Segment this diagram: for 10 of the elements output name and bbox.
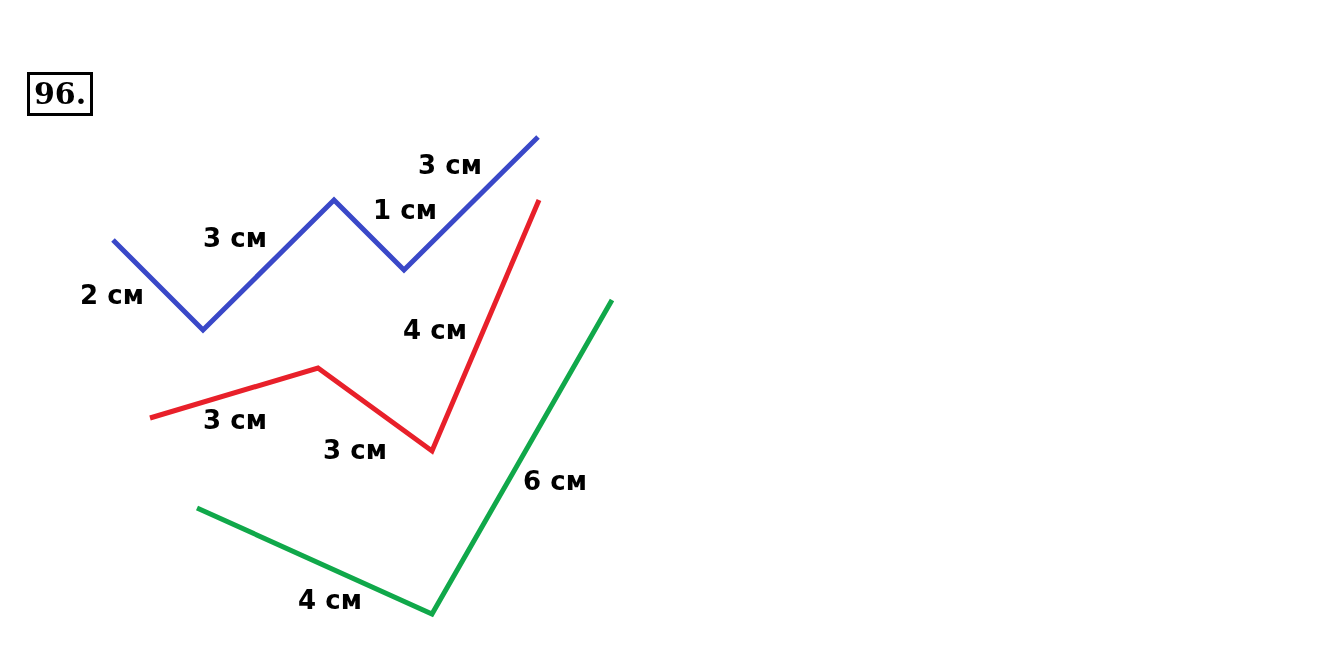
segment-length: 3 см <box>203 225 267 251</box>
problem-number: 96. <box>27 72 94 116</box>
segment-length: 2 см <box>80 282 144 308</box>
segment-length: 4 см <box>403 317 467 343</box>
segment-length: 1 см <box>373 197 437 223</box>
segment-length: 3 см <box>203 407 267 433</box>
segment-length: 3 см <box>323 437 387 463</box>
segment-length: 3 см <box>418 152 482 178</box>
segment-length: 6 см <box>523 468 587 494</box>
segment-length: 4 см <box>298 587 362 613</box>
